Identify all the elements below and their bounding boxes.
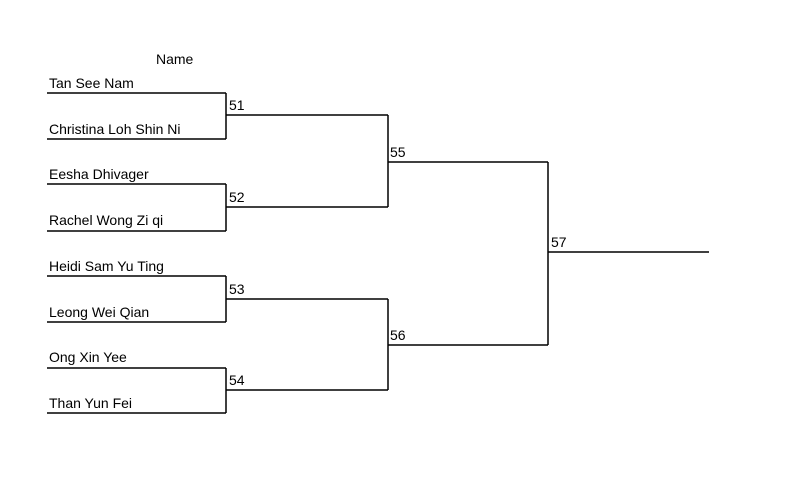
player-name: Christina Loh Shin Ni [49,121,181,137]
player-name: Eesha Dhivager [49,166,149,182]
match-number: 56 [390,327,406,343]
match-number: 54 [229,372,245,388]
match-number: 52 [229,189,245,205]
match-number: 53 [229,281,245,297]
match-number: 55 [390,144,406,160]
match-number: 51 [229,97,245,113]
player-name: Tan See Nam [49,75,134,91]
player-name: Ong Xin Yee [49,349,127,365]
player-name: Heidi Sam Yu Ting [49,258,164,274]
player-name: Rachel Wong Zi qi [49,212,164,228]
player-name: Than Yun Fei [49,395,133,411]
player-name: Leong Wei Qian [49,304,150,320]
column-header: Name [156,51,194,67]
match-number: 57 [551,234,567,250]
